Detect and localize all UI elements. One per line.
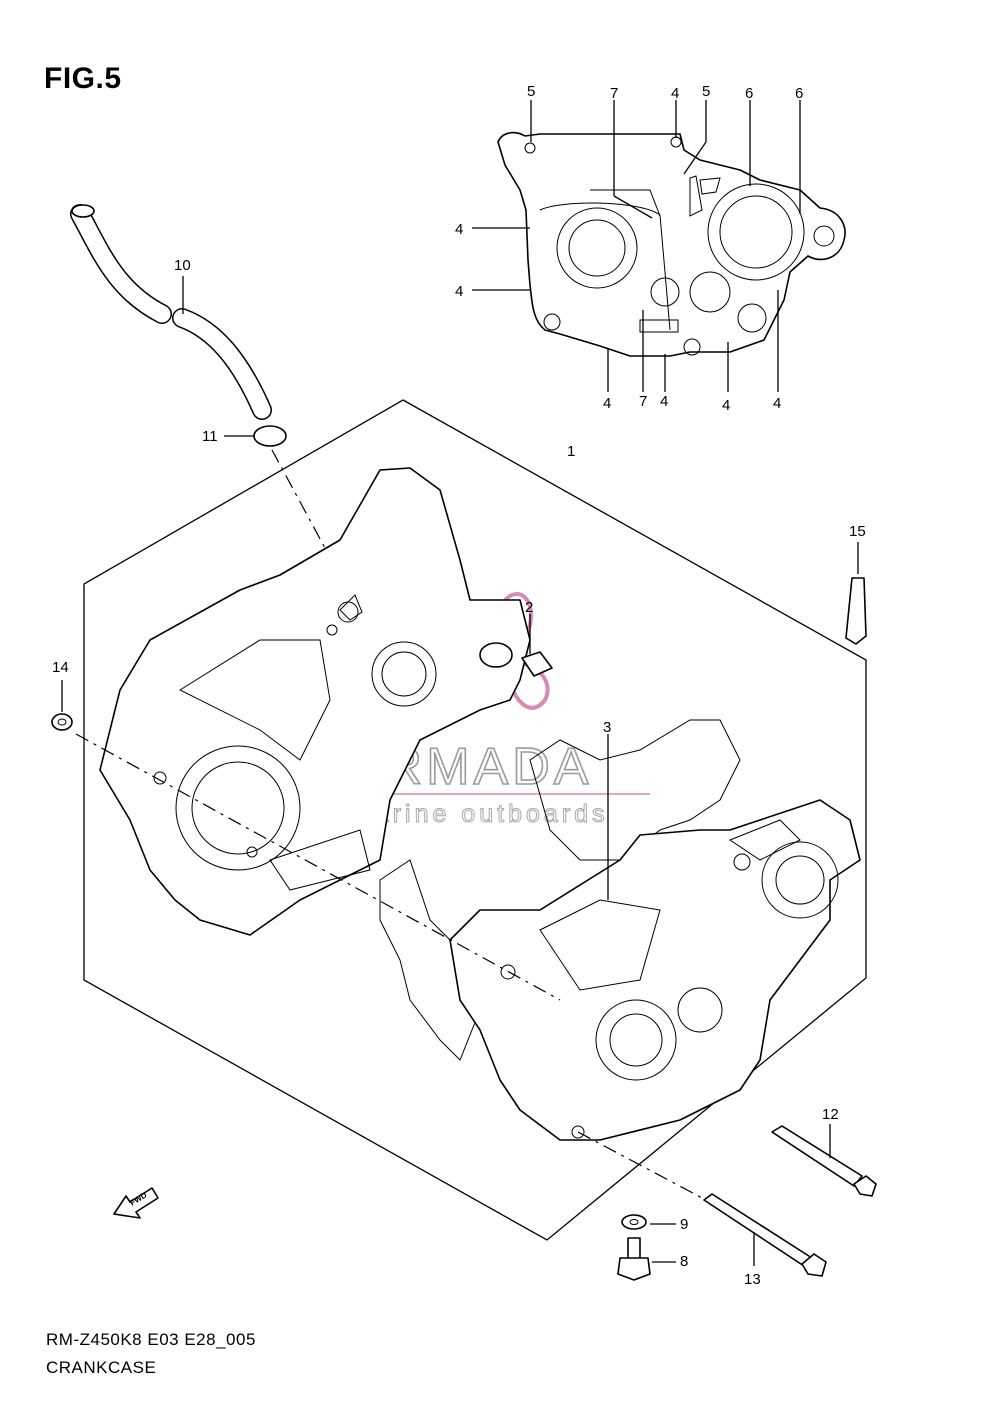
crankcase-gasket [379, 719, 741, 1061]
callout-4: 4 [455, 221, 463, 238]
callout-14: 14 [52, 659, 69, 676]
fwd-arrow-icon: FWD [113, 1187, 159, 1219]
crankcase-left-half [99, 467, 531, 936]
figure-code: RM-Z450K8 E03 E28_005 [46, 1330, 256, 1349]
dowel-pin [521, 614, 553, 677]
callout-5: 5 [527, 83, 535, 100]
callout-13: 13 [744, 1271, 761, 1288]
callout-8: 8 [680, 1253, 688, 1270]
bolt-8 [617, 1237, 676, 1281]
callout-12: 12 [822, 1106, 839, 1123]
callout-3: 3 [603, 719, 611, 736]
callout-4: 4 [671, 85, 679, 102]
callout-7: 7 [610, 85, 618, 102]
callout-9: 9 [680, 1216, 688, 1233]
callout-4: 4 [773, 395, 781, 412]
callout-2: 2 [525, 599, 533, 616]
callout-15: 15 [849, 523, 866, 540]
callout-4: 4 [660, 393, 668, 410]
callout-6: 6 [795, 85, 803, 102]
callout-labels: 1 2 3 5 7 4 5 6 6 4 4 4 7 4 4 4 8 9 10 1… [52, 83, 866, 1288]
crankcase-inner-view [497, 131, 846, 357]
clip-15 [845, 542, 867, 645]
figure-name: CRANKCASE [46, 1358, 157, 1377]
breather-hose [70, 204, 272, 420]
callout-5: 5 [702, 83, 710, 100]
callout-6: 6 [745, 85, 753, 102]
callout-10: 10 [174, 257, 191, 274]
callout-7: 7 [639, 393, 647, 410]
callout-4: 4 [722, 397, 730, 414]
callout-4: 4 [603, 395, 611, 412]
callout-1: 1 [567, 443, 575, 460]
axis-line-upper [75, 733, 561, 1001]
bolt-13 [703, 1193, 827, 1277]
bolt-12 [771, 1124, 877, 1197]
callout-11: 11 [202, 428, 218, 445]
washer-9 [621, 1214, 676, 1230]
watermark-tagline: marine outboards [350, 800, 609, 828]
crankcase-right-half [449, 734, 861, 1141]
assembly-boundary [83, 399, 867, 1241]
callout-4: 4 [455, 283, 463, 300]
washer-14 [51, 680, 73, 731]
inset-leaders [472, 100, 801, 392]
figure-title: FIG.5 [44, 62, 122, 95]
clamp [224, 425, 353, 599]
